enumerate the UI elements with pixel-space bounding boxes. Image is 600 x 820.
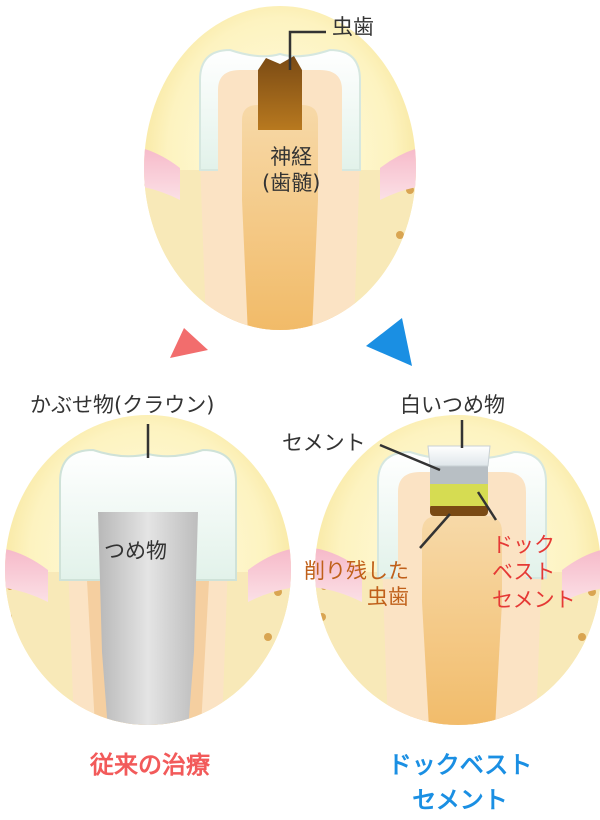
right-arrow-icon [366,318,412,366]
residual-caries-label: 削り残した 虫歯 [304,558,409,611]
residual-caries-leader-line [419,513,451,549]
cement-label: セメント [282,431,366,455]
dogbest-cement-panel [315,415,600,725]
cement-leader-line [379,443,441,472]
dogbest-caption-line-1: ドックベスト [387,751,533,779]
nerve-label-line-1: 神経 [270,145,313,169]
crown-label: かぶせ物(クラウン) [30,393,215,417]
white-filling-label: 白いつめ物 [400,393,505,417]
dogbest-caption-line-2: セメント [412,785,508,814]
conventional-treatment-caption: 従来の治療 [90,751,210,779]
residual-caries-line-2: 虫歯 [367,585,409,610]
dogbest-cement-label: ドック ベスト セメント [492,532,576,614]
nerve-label: 神経 (歯髄) [262,144,320,197]
dogbest-cement-line-2: ベスト [492,560,556,585]
caries-label: 虫歯 [332,15,374,39]
filling-label: つめ物 [104,539,167,563]
dogbest-cement-line-3: セメント [492,587,576,612]
nerve-label-line-2: (歯髄) [262,171,321,196]
dogbest-leader-line [476,491,498,521]
dogbest-cement-line-1: ドック [492,533,555,557]
conventional-treatment-panel [5,415,291,725]
dogbest-cement-caption: ドックベスト セメント [360,748,560,818]
caries-leader-line [288,30,326,70]
left-arrow-icon [170,328,208,358]
tooth-with-caries-panel [144,6,416,330]
residual-caries-line-1: 削り残した [304,559,409,583]
